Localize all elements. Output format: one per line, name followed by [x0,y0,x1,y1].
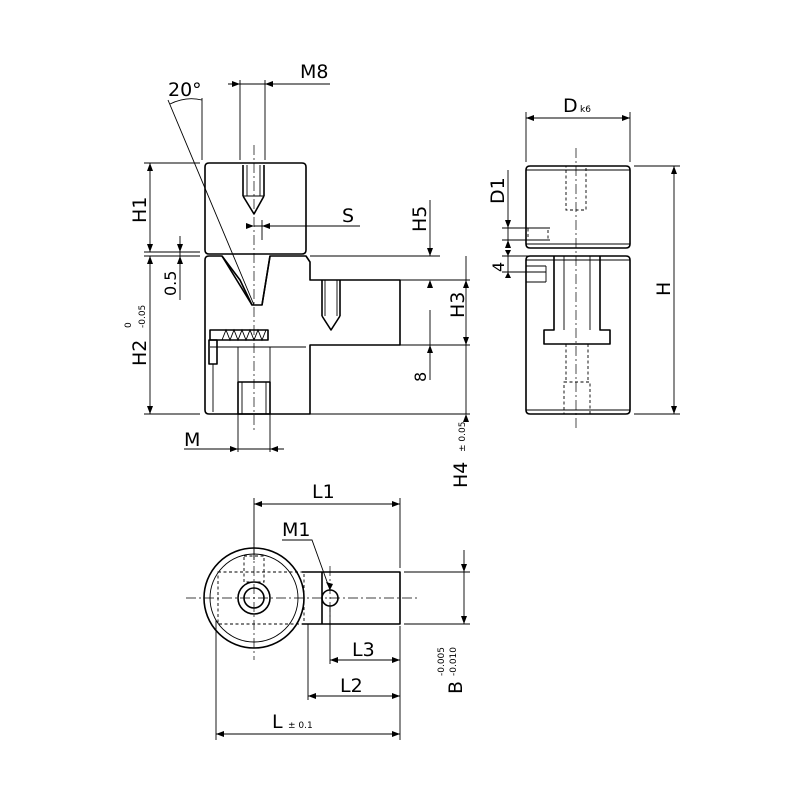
side-view-dimensions: D k6 D1 4 H [487,95,680,415]
dim-h4-tol: ± 0.05 [458,422,468,452]
dim-h1-label: H1 [129,197,151,223]
dim-d-sub: k6 [580,105,591,115]
dim-h3-label: H3 [447,292,469,318]
dim-m8-label: M8 [300,61,328,83]
arrowheads [147,81,677,737]
front-view [167,98,401,432]
dim-angle-label: 20° [168,79,202,101]
dim-h2-lower-tol: -0.05 [138,305,148,328]
dim-h2-label: H2 [129,340,151,366]
dim-m1-label: M1 [282,519,310,541]
dim-eight-label: 8 [411,372,430,382]
dim-l2-label: L2 [340,675,363,697]
top-view [186,530,420,660]
dim-b-upper-tol: -0.005 [437,647,447,676]
top-view-dimensions: L1 M1 L3 L2 L ± 0.1 B -0.005 -0.010 [215,481,470,740]
dim-h2-upper-tol: 0 [124,322,134,328]
dim-four-label: 4 [489,262,508,272]
dim-l1-label: L1 [312,481,335,503]
dim-s-label: S [342,205,354,227]
dim-b-lower-tol: -0.010 [449,647,459,676]
dim-h4-label: H4 [450,462,472,488]
dim-h-label: H [653,282,675,296]
dim-m-label: M [184,429,200,451]
dim-b-label: B [445,681,467,694]
dim-h5-label: H5 [409,206,431,232]
dim-d1-label: D1 [487,177,509,204]
dim-d-label: D [563,95,578,117]
dim-half-label: 0.5 [161,271,180,296]
side-view [525,148,631,430]
dim-l-label: L [272,711,283,733]
front-view-dimensions: M8 20° H1 0.5 H2 0 -0.05 S H5 H3 8 [124,61,472,488]
dim-l3-label: L3 [352,639,375,661]
dim-l-tol: ± 0.1 [288,721,313,731]
